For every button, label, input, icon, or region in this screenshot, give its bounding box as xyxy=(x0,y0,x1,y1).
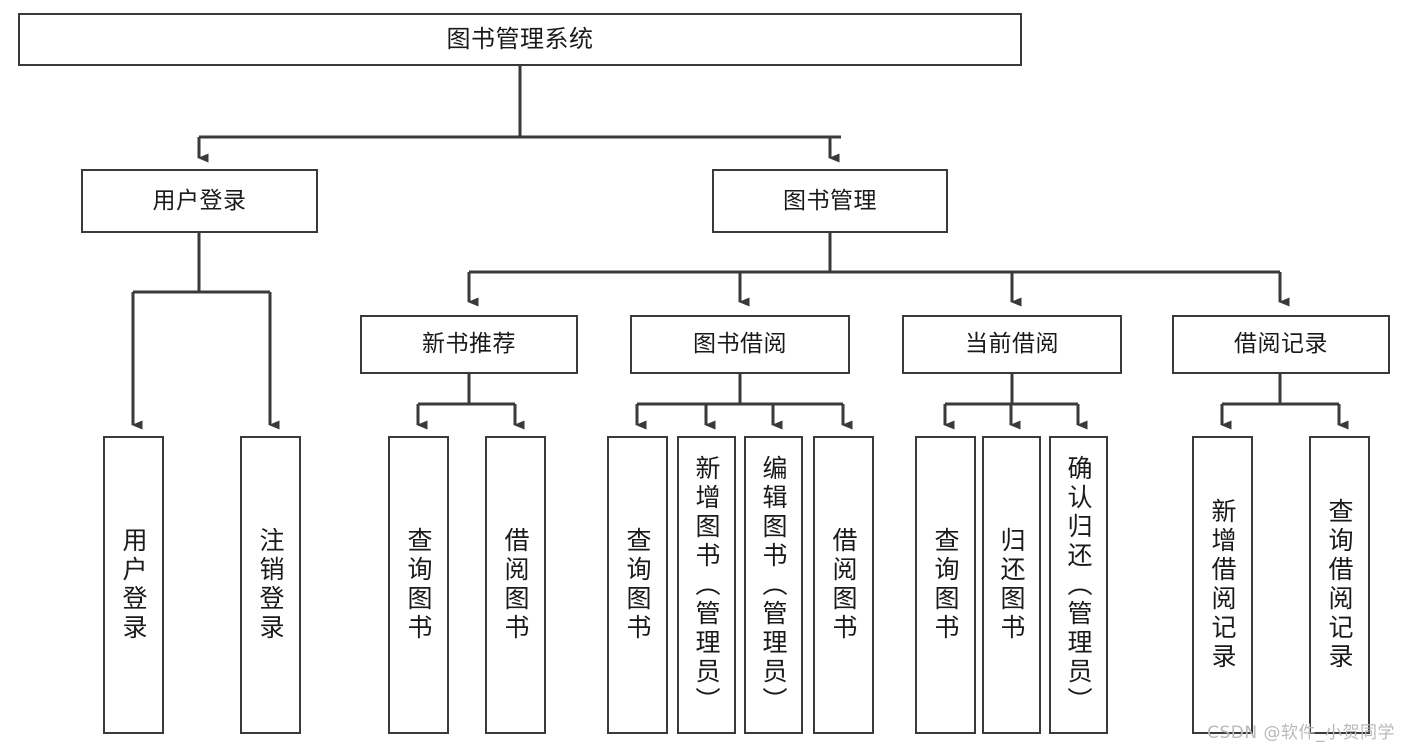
node-borrow-record-label: 借阅记录 xyxy=(1234,331,1328,358)
node-user-login[interactable]: 用户登录 xyxy=(81,169,318,233)
leaf-logout[interactable]: 注销登录 xyxy=(240,436,301,734)
watermark: CSDN @软件_小贺同学 xyxy=(1207,723,1395,743)
node-current-borrow-label: 当前借阅 xyxy=(965,331,1059,358)
leaf-return-book[interactable]: 归还图书 xyxy=(982,436,1041,734)
node-borrow-record[interactable]: 借阅记录 xyxy=(1172,315,1390,374)
node-root[interactable]: 图书管理系统 xyxy=(18,13,1022,66)
leaf-borrow-book-1[interactable]: 借阅图书 xyxy=(485,436,546,734)
node-new-book-recommend[interactable]: 新书推荐 xyxy=(360,315,578,374)
leaf-add-book[interactable]: 新增图书（管理员） xyxy=(677,436,736,734)
leaf-confirm-return[interactable]: 确认归还（管理员） xyxy=(1049,436,1108,734)
leaf-add-book-label: 新增图书（管理员） xyxy=(692,454,721,716)
leaf-return-book-label: 归还图书 xyxy=(997,527,1026,643)
node-book-borrow[interactable]: 图书借阅 xyxy=(630,315,850,374)
node-root-label: 图书管理系统 xyxy=(446,24,594,53)
leaf-query-book-3-label: 查询图书 xyxy=(931,527,960,643)
node-book-manage-label: 图书管理 xyxy=(783,187,877,214)
leaf-borrow-book-1-label: 借阅图书 xyxy=(501,527,530,643)
node-current-borrow[interactable]: 当前借阅 xyxy=(902,315,1122,374)
leaf-query-record-label: 查询借阅记录 xyxy=(1325,498,1354,672)
leaf-user-login-label: 用户登录 xyxy=(119,527,148,643)
leaf-query-book-3[interactable]: 查询图书 xyxy=(915,436,976,734)
leaf-edit-book-label: 编辑图书（管理员） xyxy=(759,454,788,716)
leaf-user-login[interactable]: 用户登录 xyxy=(103,436,164,734)
node-user-login-label: 用户登录 xyxy=(152,187,247,214)
leaf-logout-label: 注销登录 xyxy=(256,527,285,643)
leaf-query-book-1-label: 查询图书 xyxy=(404,527,433,643)
node-book-manage[interactable]: 图书管理 xyxy=(712,169,948,233)
leaf-borrow-book-2-label: 借阅图书 xyxy=(829,527,858,643)
leaf-borrow-book-2[interactable]: 借阅图书 xyxy=(813,436,874,734)
leaf-add-record-label: 新增借阅记录 xyxy=(1208,498,1237,672)
leaf-edit-book[interactable]: 编辑图书（管理员） xyxy=(744,436,803,734)
node-new-book-recommend-label: 新书推荐 xyxy=(422,331,516,358)
leaf-confirm-return-label: 确认归还（管理员） xyxy=(1064,454,1093,716)
leaf-query-record[interactable]: 查询借阅记录 xyxy=(1309,436,1370,734)
leaf-query-book-2-label: 查询图书 xyxy=(623,527,652,643)
leaf-query-book-1[interactable]: 查询图书 xyxy=(388,436,449,734)
leaf-add-record[interactable]: 新增借阅记录 xyxy=(1192,436,1253,734)
leaf-query-book-2[interactable]: 查询图书 xyxy=(607,436,668,734)
node-book-borrow-label: 图书借阅 xyxy=(693,331,787,358)
